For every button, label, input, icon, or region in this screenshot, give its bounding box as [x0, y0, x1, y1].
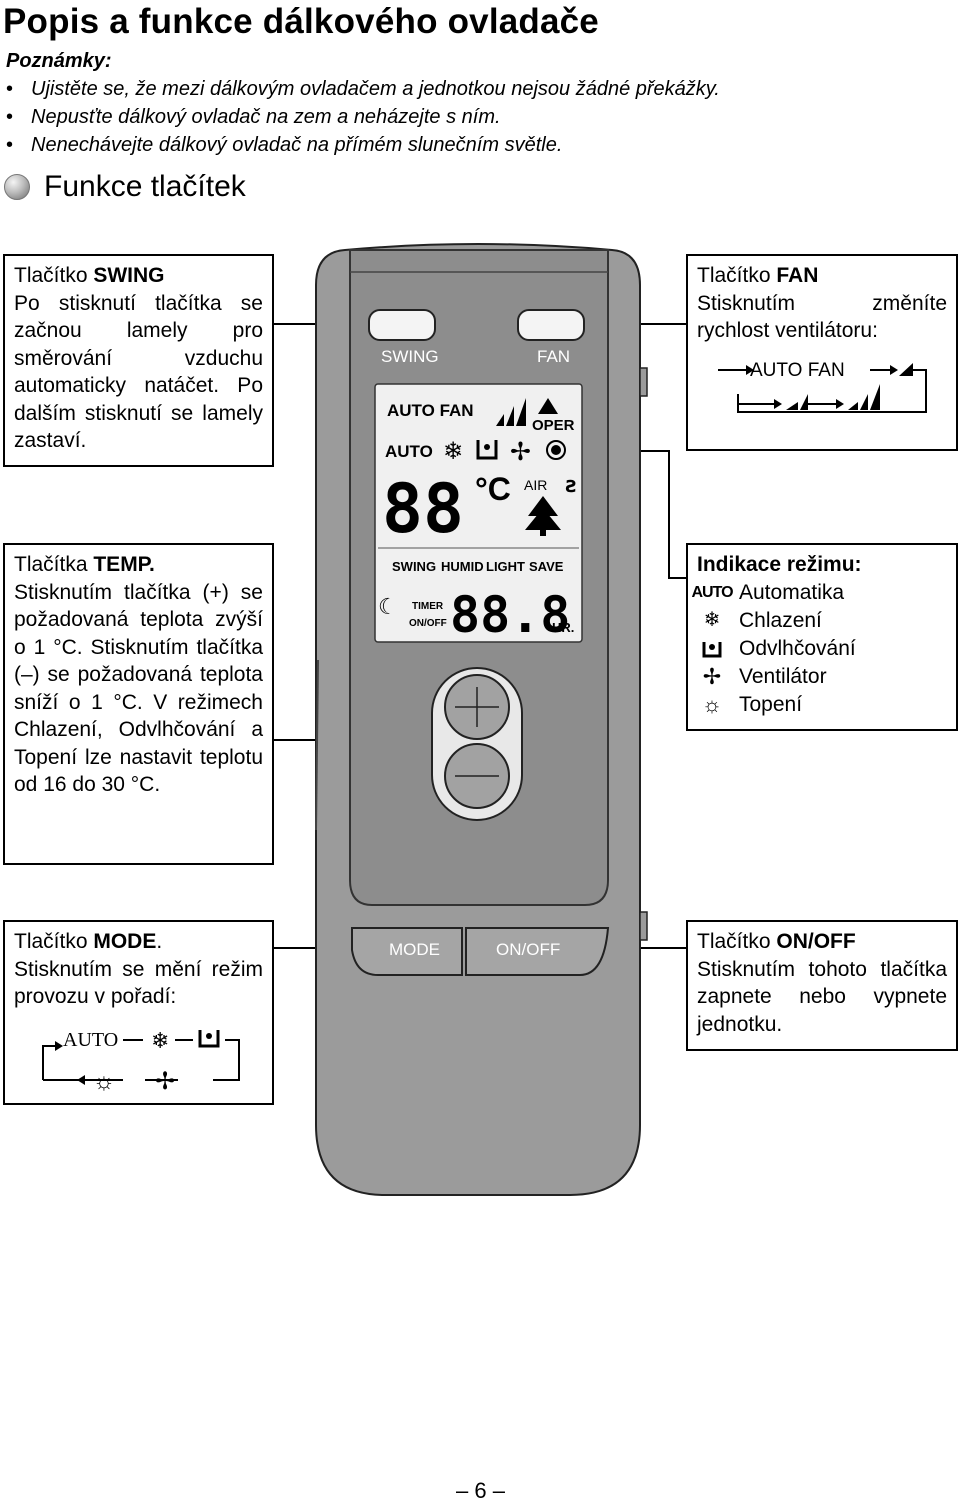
onoff-button[interactable]: [465, 927, 610, 976]
onoff-text: Stisknutím tohoto tlačítka zapnete nebo …: [697, 957, 947, 1036]
fan-title: FAN: [776, 264, 819, 287]
mode-sequence-diagram: AUTO ❄ ✢ ☼: [42, 1028, 240, 1094]
lcd-auto: AUTO: [385, 442, 433, 461]
sun-icon: ☼: [701, 691, 723, 717]
temp-title: TEMP.: [93, 553, 155, 576]
onoff-title: ON/OFF: [776, 930, 856, 953]
lcd-air: AIR: [524, 477, 547, 493]
mode-indicator-box: Indikace režimu: AUTO Automatika ❄ Chlaz…: [686, 543, 958, 731]
fan-button[interactable]: [517, 309, 585, 341]
mode-button[interactable]: [351, 927, 463, 976]
lcd-auto-fan: AUTO FAN: [387, 401, 474, 420]
mode-text: Stisknutím se mění režim provozu v pořad…: [14, 957, 263, 1009]
snowflake-icon: ❄: [151, 1028, 169, 1053]
section-heading: Funkce tlačítek: [4, 170, 246, 204]
fan-icon: ✢: [510, 438, 531, 466]
lcd-temperature-digits: 88: [382, 470, 464, 549]
auto-text-icon: AUTO: [691, 583, 733, 601]
oper-triangle-icon: [538, 398, 558, 414]
mode-indicator-heading: Indikace režimu:: [697, 553, 862, 576]
bullet-ball-icon: [4, 174, 30, 200]
swing-button[interactable]: [368, 309, 436, 341]
lcd-celsius-unit: °C: [475, 471, 511, 507]
swing-text: Po stisknutí tlačítka se začnou lamely p…: [14, 291, 263, 453]
fan-speed-low-icon: [899, 363, 913, 376]
lcd-timer: TIMER: [412, 601, 444, 612]
mode-title: MODE: [93, 930, 157, 953]
fan-button-label: FAN: [537, 347, 570, 366]
tree-icon: [525, 496, 561, 536]
fan-description-box: Tlačítko FAN Stisknutím změníte rychlost…: [686, 254, 958, 451]
note-item: Nenechávejte dálkový ovladač na přímém s…: [6, 131, 720, 159]
moon-icon: ☾: [378, 594, 398, 619]
sun-icon: [546, 440, 566, 460]
lcd-small-digit: ƨ: [564, 473, 577, 498]
temp-description-box: Tlačítka TEMP. Stisknutím tlačítka (+) s…: [3, 543, 274, 865]
dehumidify-icon: [697, 639, 727, 659]
section-title: Funkce tlačítek: [44, 170, 246, 203]
lcd-oper: OPER: [532, 417, 575, 434]
dehumidify-icon: [198, 1030, 220, 1048]
mode-item-cool: ❄ Chlazení: [697, 607, 947, 635]
onoff-button-label: ON/OFF: [496, 940, 560, 959]
mode-item-fan: ✢ Ventilátor: [697, 663, 947, 691]
swing-title: SWING: [93, 264, 165, 287]
page-number: – 6 –: [456, 1478, 505, 1503]
fan-speed-bars-icon: [496, 398, 526, 426]
fan-icon: ✢: [155, 1068, 175, 1094]
note-item: Ujistěte se, že mezi dálkovým ovladačem …: [6, 75, 720, 103]
sun-icon: ☼: [93, 1068, 115, 1094]
notes-list: Ujistěte se, že mezi dálkovým ovladačem …: [6, 75, 720, 159]
lcd-light: LIGHT: [486, 559, 525, 574]
lcd-hr: HR.: [552, 620, 574, 635]
fan-icon: ✢: [702, 663, 722, 689]
mode-button-label: MODE: [389, 940, 440, 959]
temp-text: Stisknutím tlačítka (+) se požadovaná te…: [14, 580, 263, 797]
lcd-timer-onoff: ON/OFF: [409, 618, 447, 629]
lcd-save: SAVE: [529, 559, 564, 574]
snowflake-icon: ❄: [443, 438, 463, 465]
dehumidify-icon: [476, 440, 498, 460]
notes-heading: Poznámky:: [6, 50, 112, 72]
mode-item-auto: AUTO Automatika: [691, 579, 947, 607]
mode-item-heat: ☼ Topení: [697, 691, 947, 719]
fan-diagram-label: AUTO FAN: [750, 360, 845, 381]
mode-item-dry: Odvlhčování: [697, 635, 947, 663]
lcd-swing: SWING: [392, 559, 436, 574]
onoff-description-box: Tlačítko ON/OFF Stisknutím tohoto tlačít…: [686, 920, 958, 1051]
page-title: Popis a funkce dálkového ovladače: [3, 2, 599, 41]
lcd-display: [374, 383, 583, 643]
fan-text: Stisknutím změníte rychlost ventilátoru:: [697, 291, 947, 343]
lcd-humid: HUMID: [441, 559, 484, 574]
snowflake-icon: ❄: [703, 608, 721, 631]
lcd-timer-digits: 88.8: [450, 586, 570, 644]
mode-indicator-list: AUTO Automatika ❄ Chlazení Odvlhčování ✢…: [691, 579, 947, 719]
fan-speed-diagram: AUTO FAN: [718, 360, 927, 413]
mode-diagram-auto: AUTO: [63, 1029, 118, 1051]
mode-description-box: Tlačítko MODE. Stisknutím se mění režim …: [3, 920, 274, 1105]
note-item: Nepusťte dálkový ovladač na zem a neháze…: [6, 103, 720, 131]
swing-button-label: SWING: [381, 347, 439, 366]
swing-description-box: Tlačítko SWING Po stisknutí tlačítka se …: [3, 254, 274, 467]
